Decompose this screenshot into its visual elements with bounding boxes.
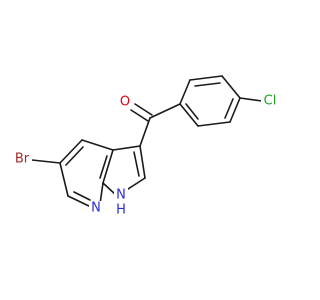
bond-co-c3 <box>139 117 151 147</box>
bond-n7-c7a <box>99 182 104 205</box>
bond-ph-6 <box>179 103 199 127</box>
atom-pyrrole-nh: N H <box>114 186 128 218</box>
bond-c2-n1 <box>124 177 146 192</box>
bond-c4-c5 <box>59 139 83 164</box>
bond-c-br <box>31 159 61 164</box>
bond-c3a-c7ab <box>99 155 108 179</box>
bond-ph-1 <box>179 79 191 105</box>
bond-c-cl <box>239 97 263 102</box>
label-oxygen: O <box>120 95 130 110</box>
atom-labels: O Cl Br N N H <box>12 93 279 218</box>
bond-c5-c6 <box>59 162 69 197</box>
atom-bromine: Br <box>12 152 32 168</box>
label-chlorine: Cl <box>264 94 277 109</box>
bond-c3-c2 <box>139 145 146 179</box>
bond-ph-3 <box>221 75 241 99</box>
bond-c3a-c4 <box>81 139 114 151</box>
bond-c6-n7 <box>67 195 92 208</box>
atom-chlorine: Cl <box>261 93 279 109</box>
bond-ph-6b <box>185 103 199 120</box>
atom-pyridine-nitrogen: N <box>89 201 103 217</box>
bond-n1-c7a <box>102 182 117 196</box>
bond-c3-c2b <box>133 151 140 177</box>
bond-ph-2b <box>194 82 221 87</box>
bond-c-o-2 <box>134 103 153 116</box>
atom-oxygen: O <box>118 93 132 110</box>
bond-ph-5 <box>197 121 231 127</box>
bond-ph-4 <box>229 97 241 123</box>
bond-c3a-c7a <box>102 149 114 184</box>
label-bromine: Br <box>15 152 30 167</box>
molecule-diagram: O Cl Br N N H <box>12 75 279 218</box>
label-pyrrole-nitrogen: N <box>116 188 126 203</box>
bond-c6-n7b <box>73 191 91 201</box>
bond-c-o-1 <box>130 109 149 122</box>
bond-c4-c5b <box>65 146 84 166</box>
bond-ph-2 <box>189 75 223 81</box>
label-pyridine-nitrogen: N <box>91 201 101 216</box>
bond-c3-c3a <box>112 145 141 151</box>
bond-co-phenyl <box>149 103 181 119</box>
bond-ph-4b <box>224 98 234 119</box>
label-pyrrole-hydrogen: H <box>116 203 126 218</box>
bonds <box>31 75 263 208</box>
